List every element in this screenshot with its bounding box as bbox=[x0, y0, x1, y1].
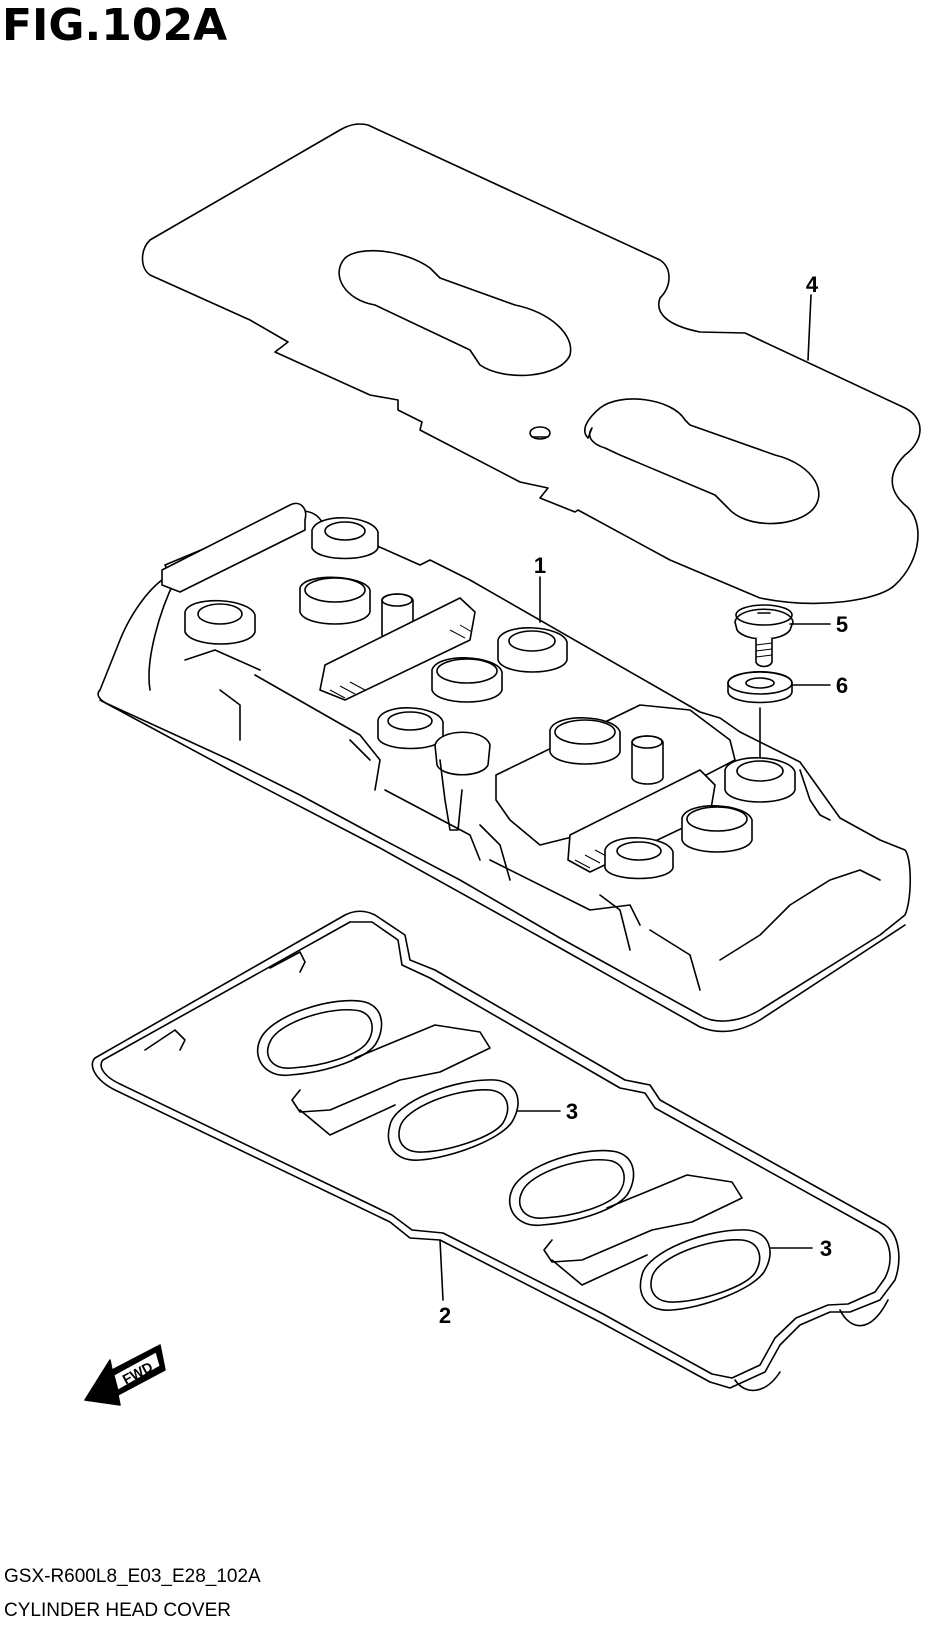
part-6-washer bbox=[727, 670, 793, 704]
callout-3-upper: 3 bbox=[566, 1099, 578, 1124]
figure-code: GSX-R600L8_E03_E28_102A bbox=[4, 1566, 261, 1587]
part-2-cover-gasket bbox=[91, 910, 900, 1392]
part-3-plug-seals-left bbox=[256, 999, 519, 1161]
callout-5: 5 bbox=[836, 612, 848, 637]
figure-title: FIG.102A bbox=[2, 0, 228, 51]
callout-6: 6 bbox=[836, 673, 848, 698]
figure-name: CYLINDER HEAD COVER bbox=[4, 1600, 231, 1621]
part-3-plug-seals-right bbox=[508, 1149, 771, 1311]
callout-4: 4 bbox=[806, 272, 819, 297]
part-4-gasket-plate bbox=[141, 123, 921, 605]
part-5-bolt bbox=[734, 604, 794, 668]
callout-3-lower: 3 bbox=[820, 1236, 832, 1261]
leader-lines bbox=[439, 294, 831, 1301]
callout-2: 2 bbox=[439, 1303, 451, 1328]
callout-1: 1 bbox=[534, 553, 546, 578]
part-1-cylinder-head-cover bbox=[97, 502, 911, 1033]
fwd-arrow-icon: FWD bbox=[84, 1344, 166, 1406]
